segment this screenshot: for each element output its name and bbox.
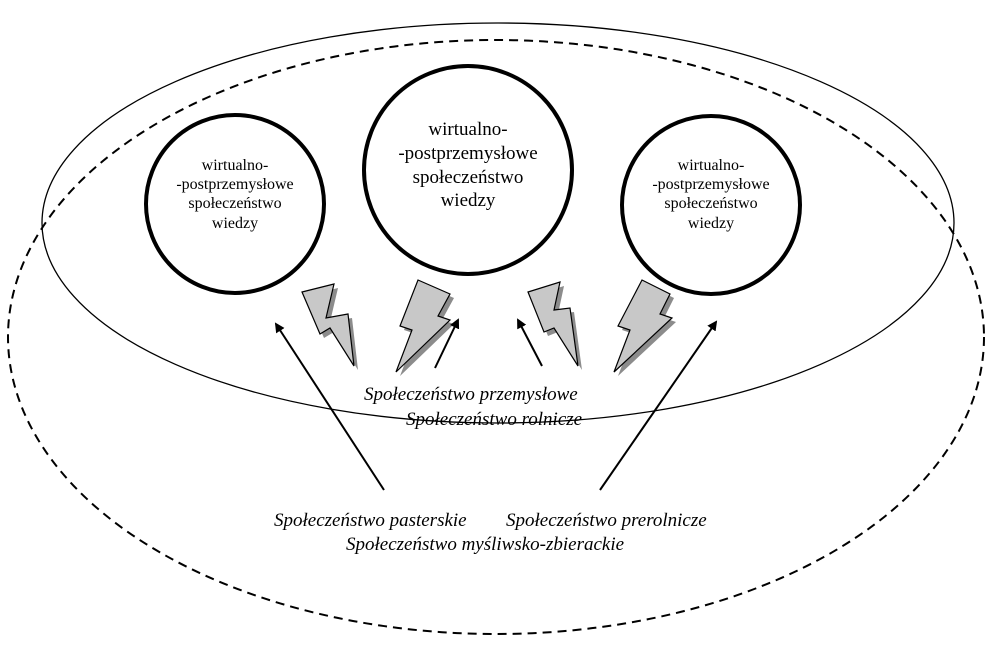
label-hunter-gatherer: Społeczeństwo myśliwsko-zbierackie bbox=[346, 534, 625, 555]
arrow-icon bbox=[517, 318, 543, 367]
circle-center-label: wirtualno- -postprzemysłowe społeczeństw… bbox=[398, 119, 538, 212]
arrow-icon bbox=[434, 318, 460, 369]
label-agricultural: Społeczeństwo rolnicze bbox=[406, 409, 583, 430]
circle-left bbox=[144, 113, 326, 295]
label-pastoral: Społeczeństwo pasterskie bbox=[274, 510, 467, 531]
inner-solid-ellipse bbox=[41, 22, 955, 424]
lightning-bolt-icon bbox=[395, 279, 454, 376]
circle-left-label: wirtualno- -postprzemysłowe społeczeństw… bbox=[176, 157, 294, 232]
circle-center bbox=[362, 64, 574, 276]
label-preagricultural: Społeczeństwo prerolnicze bbox=[506, 510, 707, 531]
lightning-bolt-icon bbox=[613, 279, 676, 376]
lightning-bolt-icon bbox=[527, 281, 582, 370]
circle-right bbox=[620, 114, 802, 296]
arrow-icon bbox=[274, 322, 385, 491]
circle-right-label: wirtualno- -postprzemysłowe społeczeństw… bbox=[652, 157, 770, 232]
lightning-bolt-icon bbox=[301, 283, 358, 370]
outer-dashed-ellipse bbox=[7, 39, 985, 635]
arrow-icon bbox=[599, 320, 718, 491]
label-industrial: Społeczeństwo przemysłowe bbox=[364, 384, 578, 405]
